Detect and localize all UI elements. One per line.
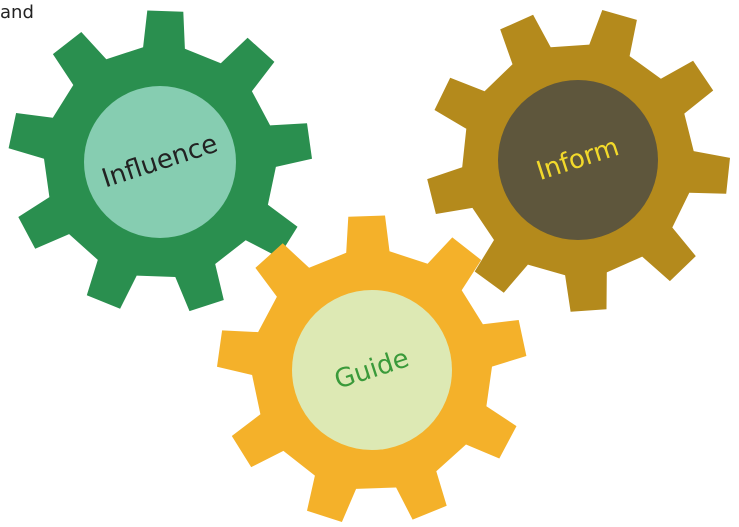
- gear-influence-hub: [84, 86, 236, 238]
- gear-guide-hub: [292, 290, 452, 450]
- gear-influence: Influence: [8, 10, 312, 312]
- gear-inform-hub: [498, 80, 658, 240]
- gear-inform: Inform: [427, 10, 730, 312]
- top-text-fragment: and: [0, 2, 34, 23]
- gear-guide: Guide: [217, 215, 527, 522]
